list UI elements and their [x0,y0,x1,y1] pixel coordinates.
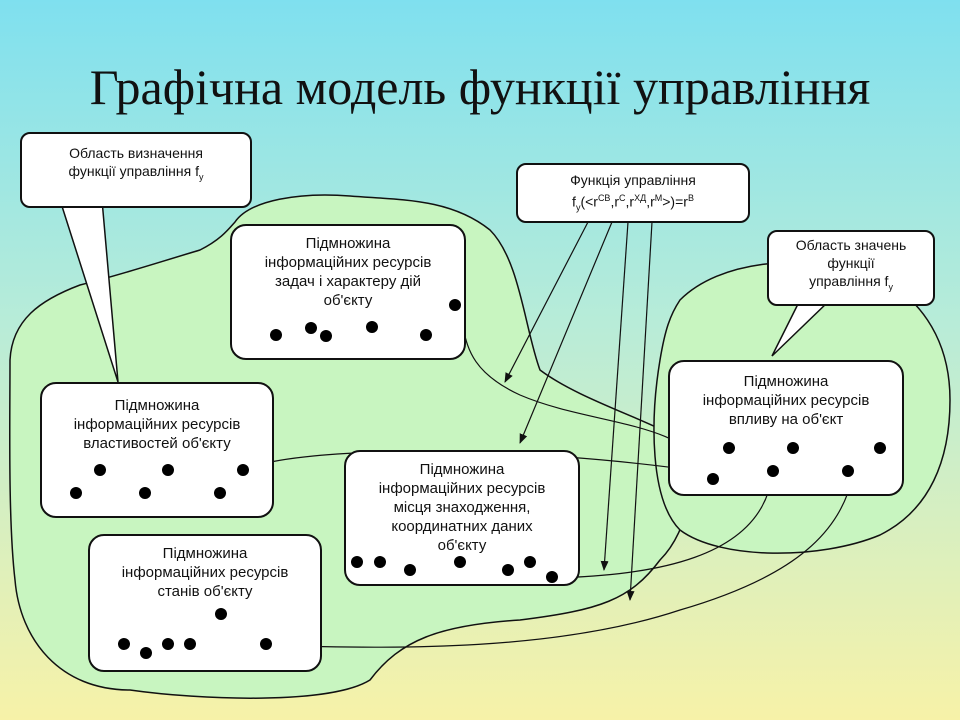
function-arrow-states [626,221,653,601]
box-location-line: місця знаходження, [393,499,531,516]
box-states: Підмножина інформаційних ресурсів станів… [88,534,322,672]
domain-callout-line2: функції управління f [68,163,200,179]
function-formula: fy(<rСВ,rС,rХД,rМ>)=rВ [572,193,694,213]
box-states-line: станів об'єкту [157,583,253,600]
function-arrow-location [519,221,613,444]
box-impact-line: Підмножина [743,373,829,390]
box-location-line: координатних даних [391,518,533,535]
box-tasks-line: Підмножина [305,235,391,252]
box-impact-line: впливу на об'єкт [728,411,844,428]
function-arrow-impact [600,221,629,571]
box-location-line: інформаційних ресурсів [378,480,546,497]
box-tasks-line: задач і характеру дій [275,273,421,290]
box-location: Підмножина інформаційних ресурсів місця … [344,450,580,586]
box-location-line: об'єкту [437,537,487,554]
box-properties-line: Підмножина [114,397,200,414]
box-location-line: Підмножина [419,461,505,478]
range-callout-line1: Область значень [795,237,907,253]
range-callout-sub: y [888,281,893,292]
box-tasks-line: інформаційних ресурсів [264,254,432,271]
box-impact: Підмножина інформаційних ресурсів впливу… [668,360,904,496]
box-tasks: Підмножина інформаційних ресурсів задач … [230,224,466,360]
function-arrows [504,221,653,601]
box-properties: Підмножина інформаційних ресурсів власти… [40,382,274,518]
box-tasks-line: об'єкту [323,292,373,309]
range-callout-line3: управління f [809,273,889,289]
range-callout-line2: функції [827,255,875,271]
function-callout: Функція управління fy(<rСВ,rС,rХД,rМ>)=r… [516,163,750,223]
box-properties-line: властивостей об'єкту [83,435,231,452]
box-states-line: Підмножина [162,545,248,562]
box-properties-line: інформаційних ресурсів [73,416,241,433]
flow-arrow-states [265,475,855,648]
flow-arrow-location [554,475,775,579]
box-impact-line: інформаційних ресурсів [702,392,870,409]
page-title: Графічна модель функції управління [89,59,871,115]
function-callout-line1: Функція управління [570,172,696,188]
range-callout: Область значень функції управління fy [767,230,935,306]
box-states-line: інформаційних ресурсів [121,564,289,581]
function-arrow-tasks [504,221,589,383]
domain-callout-line1: Область визначення [69,145,203,161]
domain-callout-sub: y [199,171,204,182]
domain-callout: Область визначення функції управління fy [20,132,252,208]
